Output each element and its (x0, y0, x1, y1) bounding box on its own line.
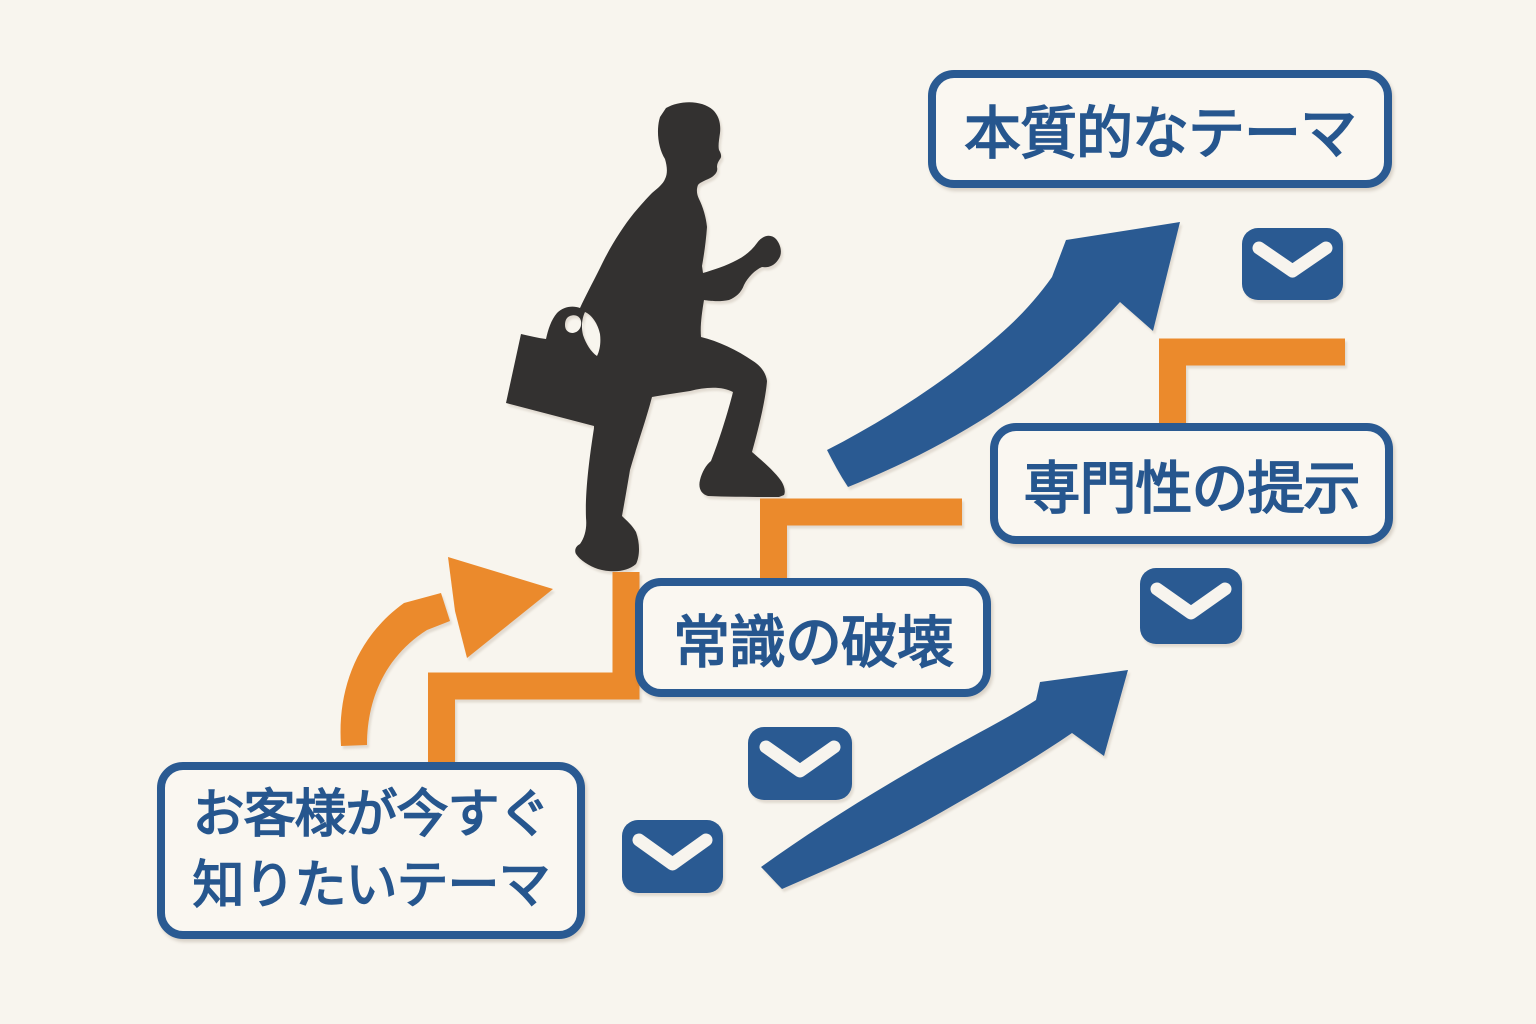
staircase-steps (428, 338, 1345, 772)
blue-growth-arrow-lower-icon (761, 670, 1128, 889)
step-label-customer-line-1: お客様が今すぐ (192, 784, 550, 845)
envelope-icon-middle (748, 727, 852, 800)
stair-step-3 (1159, 338, 1345, 426)
step-label-break-text: 常識の破壊 (673, 609, 954, 676)
envelope-icon-top (1242, 228, 1343, 300)
step-label-essential-text: 本質的なテーマ (964, 101, 1357, 167)
step-label-customer-theme: お客様が今すぐ 知りたいテーマ (157, 762, 585, 939)
stair-step-2 (760, 498, 962, 586)
step-label-essential-theme: 本質的なテーマ (928, 70, 1392, 188)
step-label-break-common-sense: 常識の破壊 (635, 578, 991, 697)
step-label-customer-line-2: 知りたいテーマ (192, 855, 550, 916)
envelope-icon-right (1140, 568, 1242, 644)
blue-growth-arrow-upper-icon (827, 222, 1180, 487)
businessman-silhouette (506, 102, 785, 572)
orange-arrow-head (448, 557, 553, 658)
envelope-icon-bottom (622, 820, 723, 893)
envelope-icons (622, 228, 1343, 893)
orange-arrow-tail (340, 593, 450, 746)
orange-curved-arrow-icon (340, 557, 553, 746)
step-label-expertise-text: 専門性の提示 (1023, 455, 1361, 522)
step-label-expertise: 専門性の提示 (990, 423, 1393, 544)
stair-step-1 (428, 572, 640, 772)
